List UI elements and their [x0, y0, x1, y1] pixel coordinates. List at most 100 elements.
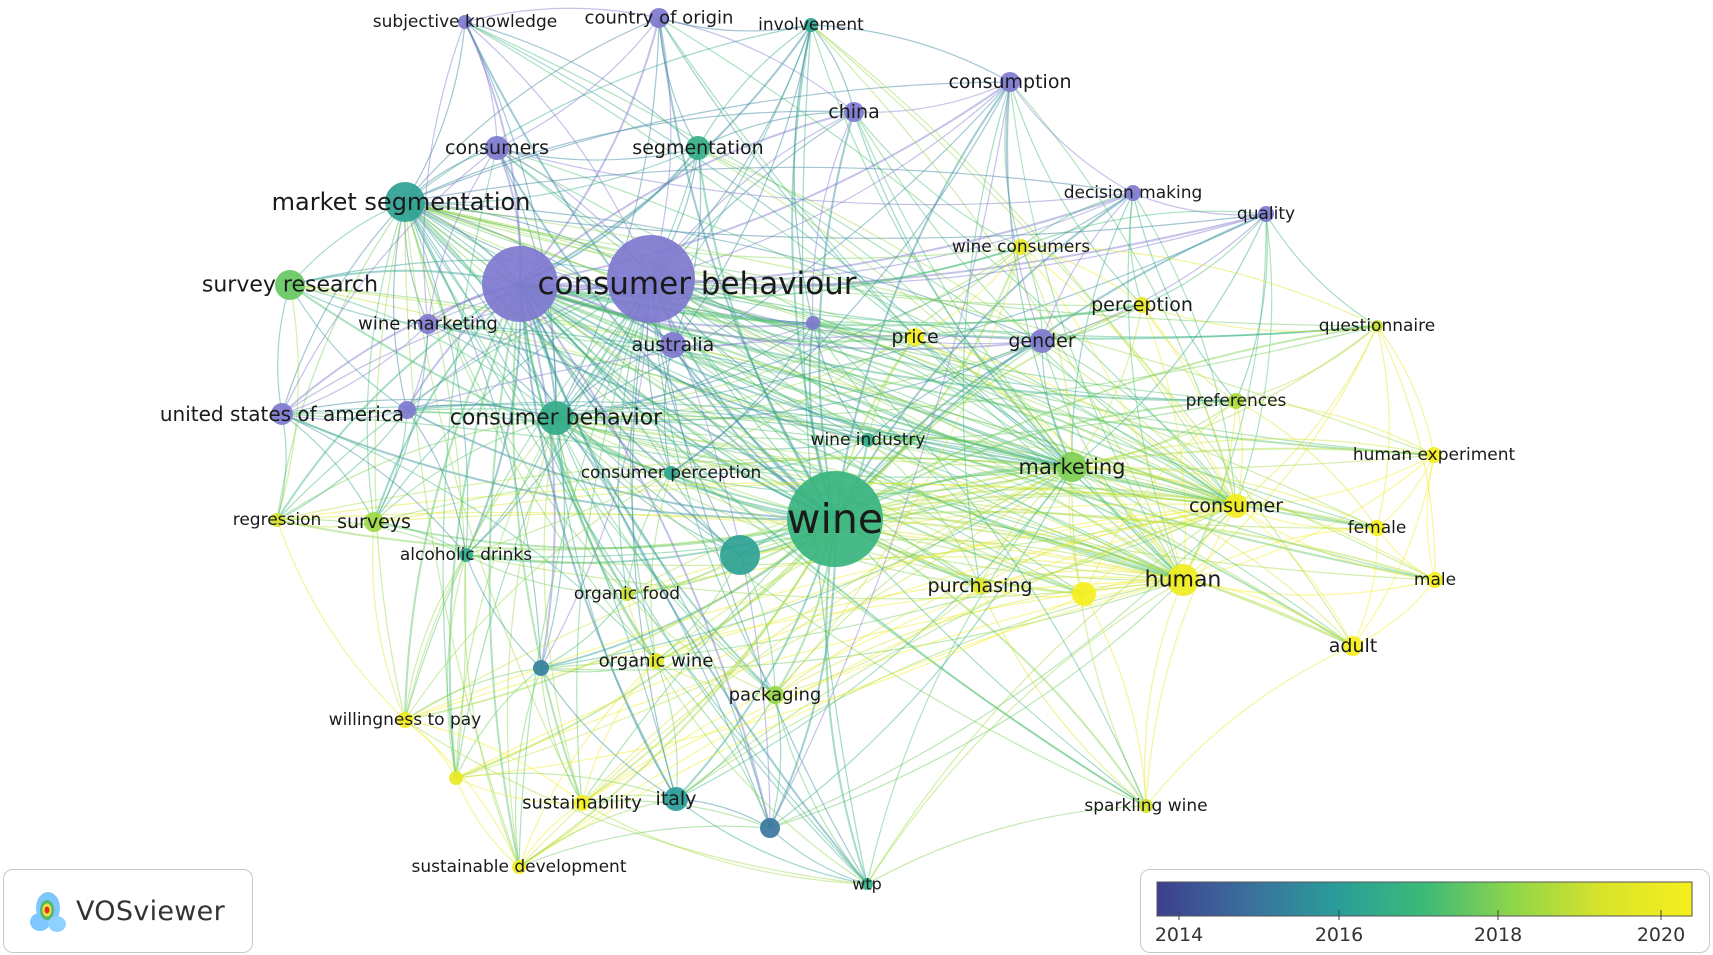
keyword-node-involvement[interactable]: [804, 18, 818, 32]
keyword-label-organic-wine[interactable]: organic wine: [599, 651, 714, 672]
keyword-label-female[interactable]: female: [1348, 518, 1407, 538]
keyword-node-survey-research[interactable]: [275, 270, 305, 300]
keyword-node-gender[interactable]: [1030, 329, 1054, 353]
keyword-label-regression[interactable]: regression: [233, 510, 322, 530]
keyword-label-willingness-to-pay[interactable]: willingness to pay: [329, 710, 481, 730]
keyword-label-marketing[interactable]: marketing: [1019, 455, 1126, 479]
keyword-node-usa-b[interactable]: [398, 401, 416, 419]
keyword-node-organic-wine[interactable]: [648, 653, 664, 669]
keyword-node-alcoholic-drinks[interactable]: [459, 548, 473, 562]
keyword-label-italy[interactable]: italy: [656, 788, 697, 810]
keyword-node-packaging[interactable]: [766, 686, 784, 704]
keyword-node-yellow-node[interactable]: [1072, 582, 1096, 606]
keyword-node-consumption[interactable]: [1000, 72, 1020, 92]
keyword-label-survey-research[interactable]: survey research: [202, 273, 378, 298]
keyword-label-consumer-behaviour[interactable]: consumer behaviour: [537, 266, 856, 302]
keyword-node-price[interactable]: [906, 328, 924, 346]
keyword-label-consumption[interactable]: consumption: [948, 71, 1071, 93]
keyword-label-consumer-behavior[interactable]: consumer behavior: [450, 406, 663, 431]
keyword-label-consumers[interactable]: consumers: [445, 137, 549, 159]
keyword-label-wine[interactable]: wine: [787, 495, 883, 543]
keyword-node-questionnaire[interactable]: [1371, 320, 1383, 332]
keyword-label-subjective-knowledge[interactable]: subjective knowledge: [373, 12, 557, 32]
keyword-label-sustainability[interactable]: sustainability: [522, 793, 642, 814]
keyword-label-organic-food[interactable]: organic food: [574, 584, 680, 604]
keyword-node-italy[interactable]: [664, 787, 688, 811]
keyword-node-sparkling-wine[interactable]: [1139, 799, 1153, 813]
keyword-label-australia[interactable]: australia: [632, 334, 715, 356]
keyword-node-regression[interactable]: [270, 513, 284, 527]
keyword-node-human[interactable]: [1167, 564, 1199, 596]
keyword-node-wine-consumers[interactable]: [1013, 239, 1029, 255]
keyword-node-adult[interactable]: [1343, 636, 1363, 656]
keyword-label-wine-marketing[interactable]: wine marketing: [358, 314, 498, 335]
keyword-node-wine[interactable]: [787, 471, 883, 567]
keyword-node-consumer-perception[interactable]: [664, 466, 678, 480]
keyword-label-segmentation[interactable]: segmentation: [632, 137, 763, 159]
keyword-label-human[interactable]: human: [1145, 568, 1222, 593]
keyword-node-consumer[interactable]: [1224, 494, 1248, 518]
keyword-node-willingness-to-pay[interactable]: [397, 712, 413, 728]
keyword-label-packaging[interactable]: packaging: [729, 685, 822, 706]
keyword-node-wtp[interactable]: [861, 878, 873, 890]
keyword-label-involvement[interactable]: involvement: [758, 15, 864, 35]
keyword-node-australia[interactable]: [660, 332, 686, 358]
keyword-label-country-of-origin[interactable]: country of origin: [585, 8, 734, 29]
keyword-node-consumer-behaviour[interactable]: [482, 246, 558, 322]
keyword-label-wine-consumers[interactable]: wine consumers: [952, 237, 1090, 257]
keyword-label-consumer-perception[interactable]: consumer perception: [581, 463, 762, 483]
keyword-node-human-experiment[interactable]: [1426, 447, 1442, 463]
keyword-node-country-of-origin[interactable]: [649, 8, 669, 28]
keyword-node-sustainable-development[interactable]: [512, 860, 526, 874]
keyword-label-questionnaire[interactable]: questionnaire: [1319, 316, 1435, 336]
keyword-label-china[interactable]: china: [828, 101, 879, 123]
keyword-node-purchasing[interactable]: [972, 578, 988, 594]
keyword-label-quality[interactable]: quality: [1237, 204, 1295, 224]
co-occurrence-link: [866, 505, 1237, 885]
keyword-label-alcoholic-drinks[interactable]: alcoholic drinks: [400, 545, 532, 565]
keyword-node-consumers[interactable]: [485, 136, 509, 160]
keyword-node-china[interactable]: [844, 102, 864, 122]
keyword-label-market-segmentation[interactable]: market segmentation: [272, 188, 531, 216]
keyword-label-purchasing[interactable]: purchasing: [928, 575, 1033, 597]
keyword-label-sparkling-wine[interactable]: sparkling wine: [1084, 796, 1207, 816]
keyword-node-wine-industry[interactable]: [861, 433, 875, 447]
keyword-node-lime-small[interactable]: [449, 771, 463, 785]
keyword-node-decision-making[interactable]: [1125, 185, 1141, 201]
keyword-label-gender[interactable]: gender: [1008, 330, 1076, 352]
keyword-node-organic-food[interactable]: [620, 587, 634, 601]
keyword-node-perception[interactable]: [1134, 297, 1150, 313]
keyword-label-human-experiment[interactable]: human experiment: [1353, 445, 1516, 465]
keyword-label-consumer[interactable]: consumer: [1189, 495, 1283, 517]
keyword-label-wtp[interactable]: wtp: [852, 875, 882, 894]
keyword-node-marketing[interactable]: [1057, 452, 1087, 482]
keyword-label-wine-industry[interactable]: wine industry: [811, 430, 926, 450]
keyword-node-consumer-behavior[interactable]: [539, 401, 573, 435]
keyword-node-blue-small[interactable]: [533, 660, 549, 676]
keyword-node-united-states-of-america[interactable]: [271, 403, 293, 425]
keyword-label-price[interactable]: price: [891, 326, 938, 348]
keyword-node-preferences[interactable]: [1228, 393, 1244, 409]
keyword-node-quality[interactable]: [1258, 206, 1274, 222]
keyword-node-surveys[interactable]: [364, 512, 384, 532]
keyword-node-teal-node[interactable]: [720, 535, 760, 575]
keyword-node-segmentation[interactable]: [686, 136, 710, 160]
keyword-node-consumer-behaviour-b[interactable]: [607, 235, 695, 323]
keyword-node-subjective-knowledge[interactable]: [458, 15, 472, 29]
keyword-node-wine-marketing[interactable]: [418, 314, 438, 334]
keyword-label-adult[interactable]: adult: [1329, 635, 1377, 657]
keyword-label-perception[interactable]: perception: [1091, 294, 1193, 316]
keyword-label-sustainable-development[interactable]: sustainable development: [411, 857, 626, 877]
keyword-node-male[interactable]: [1427, 572, 1443, 588]
keyword-label-united-states-of-america[interactable]: united states of america: [160, 402, 404, 426]
keyword-label-male[interactable]: male: [1414, 570, 1456, 590]
keyword-node-female[interactable]: [1369, 520, 1385, 536]
keyword-node-unknown-small[interactable]: [806, 316, 820, 330]
keyword-label-surveys[interactable]: surveys: [337, 511, 411, 533]
keyword-node-blue-bottom[interactable]: [760, 818, 780, 838]
keyword-label-preferences[interactable]: preferences: [1186, 391, 1287, 411]
keyword-node-sustainability[interactable]: [574, 795, 590, 811]
keyword-label-decision-making[interactable]: decision making: [1064, 183, 1203, 203]
keyword-node-market-segmentation[interactable]: [385, 182, 425, 222]
